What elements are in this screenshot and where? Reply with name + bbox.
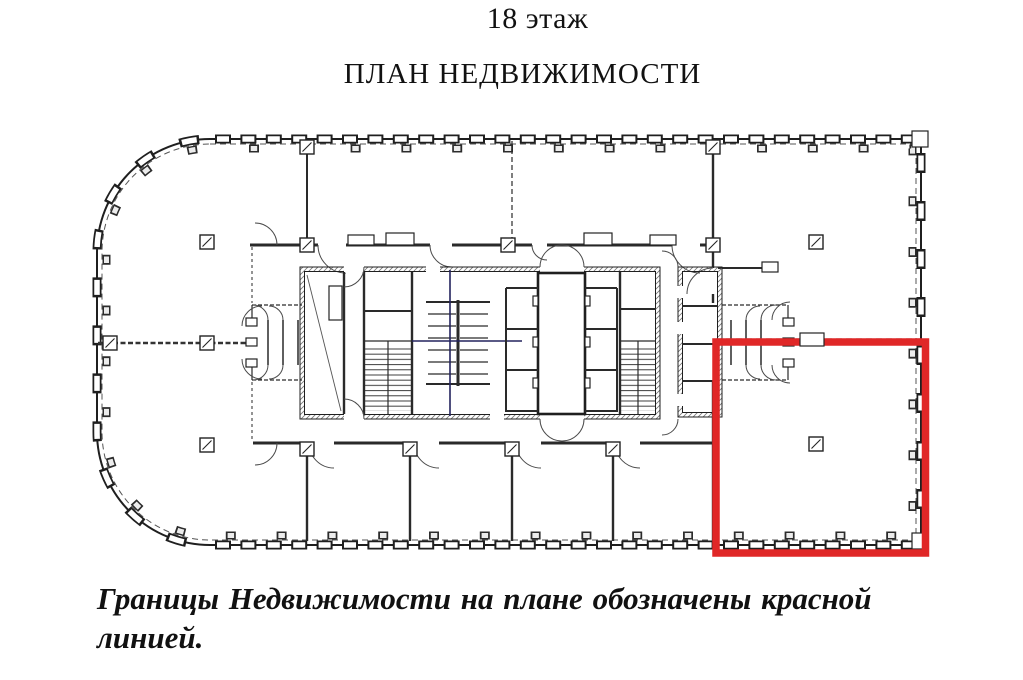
corner-post-ne [911, 130, 929, 148]
floor-label: 18 этаж [486, 2, 589, 35]
plan-title: ПЛАН НЕДВИЖИМОСТИ [343, 58, 702, 90]
legend-caption: Границы Недвижимости на плане обозначены… [97, 579, 977, 657]
west-vestibule [241, 304, 302, 381]
legend-caption-line2: линией. [97, 620, 204, 655]
upper-offices [250, 141, 779, 441]
core [299, 244, 679, 442]
boundary-niche [799, 332, 825, 347]
legend-caption-line1: Границы Недвижимости на плане обозначены… [97, 581, 872, 616]
